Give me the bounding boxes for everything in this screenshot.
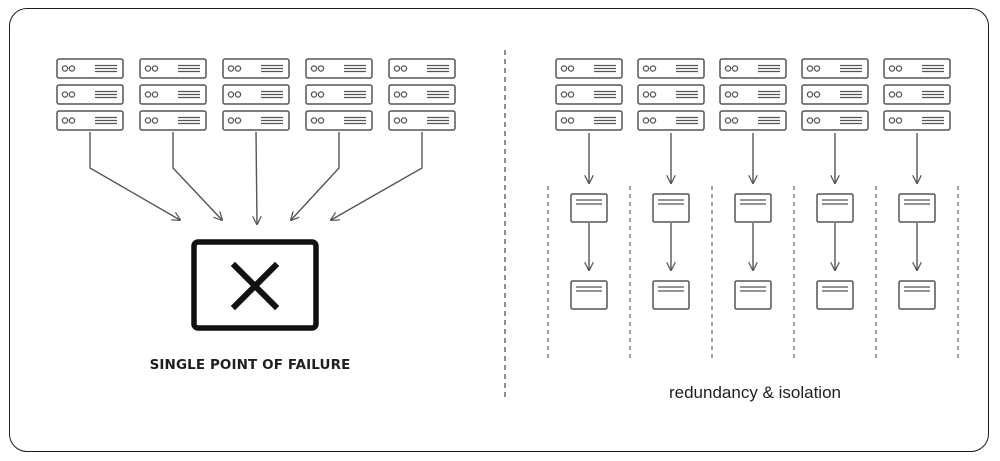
window-icon — [816, 280, 854, 310]
server-unit — [139, 58, 207, 79]
server-rack-icon — [555, 58, 623, 131]
server-rack-icon — [637, 58, 705, 131]
window-icon — [898, 193, 936, 223]
diagram-frame — [9, 8, 989, 452]
arrow-to-failure — [172, 132, 222, 220]
server-unit — [555, 110, 623, 131]
server-unit — [388, 110, 456, 131]
server-unit — [883, 110, 951, 131]
single-point-of-failure-caption: SINGLE POINT OF FAILURE — [149, 357, 351, 373]
server-unit — [56, 84, 124, 105]
server-unit — [801, 110, 869, 131]
server-unit — [719, 84, 787, 105]
arrow-to-failure — [291, 132, 340, 220]
server-unit — [388, 84, 456, 105]
server-unit — [555, 84, 623, 105]
server-unit — [222, 110, 290, 131]
arrow-to-failure — [256, 131, 257, 224]
isolated-lane — [652, 133, 690, 310]
left-server-stacks — [56, 58, 456, 131]
server-rack-icon — [719, 58, 787, 131]
server-unit — [139, 84, 207, 105]
redundancy-isolation-caption: redundancy & isolation — [668, 383, 841, 402]
window-icon — [570, 280, 608, 310]
right-server-stacks — [555, 58, 951, 131]
server-unit — [56, 110, 124, 131]
server-unit — [555, 58, 623, 79]
server-unit — [801, 58, 869, 79]
failure-box — [191, 239, 319, 331]
server-unit — [305, 110, 373, 131]
server-rack-icon — [388, 58, 456, 131]
window-icon — [570, 193, 608, 223]
window-icon — [898, 280, 936, 310]
server-unit — [883, 84, 951, 105]
server-unit — [222, 58, 290, 79]
server-unit — [305, 58, 373, 79]
server-rack-icon — [222, 58, 290, 131]
isolated-lane — [898, 133, 936, 310]
isolated-lane — [734, 133, 772, 310]
arrow-to-failure — [89, 132, 180, 220]
server-rack-icon — [56, 58, 124, 131]
window-icon — [734, 280, 772, 310]
failure-x-icon — [230, 261, 280, 311]
window-icon — [816, 193, 854, 223]
isolated-lane — [570, 133, 608, 310]
server-rack-icon — [883, 58, 951, 131]
server-rack-icon — [305, 58, 373, 131]
isolated-lane — [816, 133, 854, 310]
left-arrows — [89, 131, 423, 224]
server-unit — [637, 84, 705, 105]
window-icon — [734, 193, 772, 223]
server-rack-icon — [139, 58, 207, 131]
server-unit — [139, 110, 207, 131]
lane-dividers — [547, 186, 959, 360]
server-unit — [222, 84, 290, 105]
server-unit — [801, 84, 869, 105]
window-icon — [652, 280, 690, 310]
server-rack-icon — [801, 58, 869, 131]
isolated-lanes — [570, 133, 936, 310]
server-unit — [305, 84, 373, 105]
server-unit — [388, 58, 456, 79]
server-unit — [719, 58, 787, 79]
server-unit — [56, 58, 124, 79]
server-unit — [719, 110, 787, 131]
server-unit — [883, 58, 951, 79]
server-unit — [637, 58, 705, 79]
arrow-to-failure — [331, 132, 423, 220]
server-unit — [637, 110, 705, 131]
window-icon — [652, 193, 690, 223]
